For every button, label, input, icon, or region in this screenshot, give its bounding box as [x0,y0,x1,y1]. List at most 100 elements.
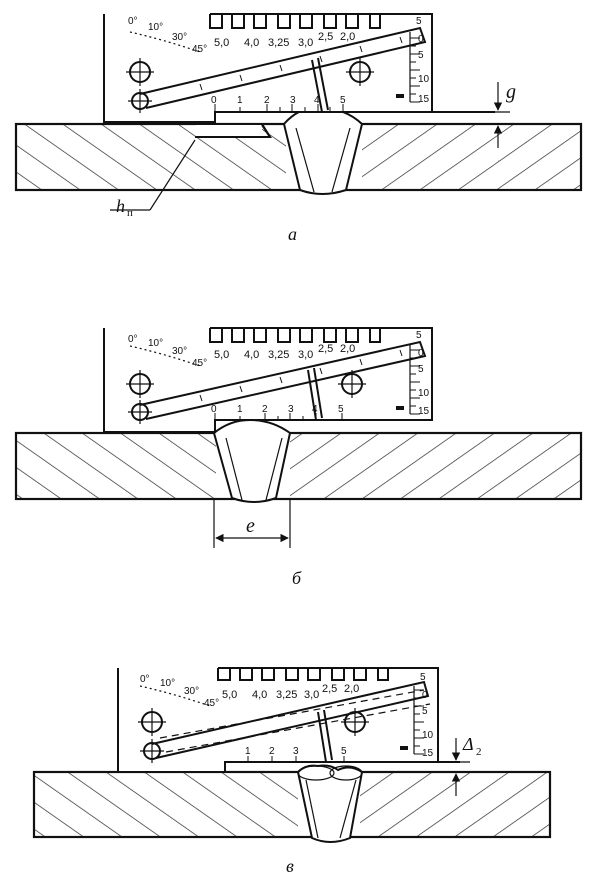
dimension-label-e: e [246,515,255,537]
panel-v [32,667,552,843]
right-scale-label: 5 [422,706,428,717]
right-scale-label: 5 [420,672,426,683]
sliding-arm [128,26,427,113]
angle-scale [129,31,201,53]
angle-label: 10° [148,338,163,349]
arm-scale-label: 4 [314,95,320,106]
gauge-top-scale-label: 3,0 [298,349,313,361]
gauge-top-scale-label: 3,0 [304,689,319,701]
angle-label: 30° [184,686,199,697]
panel-a-labels: 0° 10° 30° 45° 5,0 4,0 3,25 3,0 2,5 2,0 … [116,16,516,244]
panel-v-labels: 0° 10° 30° 45° 5,0 4,0 3,25 3,0 2,5 2,0 … [140,672,482,876]
weld-bead [296,764,364,843]
workpiece-plate [32,770,552,839]
gauge-top-scale-label: 5,0 [214,349,229,361]
arm-scale-label: 5 [338,404,344,415]
sliding-arm [140,680,431,763]
dimension-g [362,82,510,148]
gauge-top-scale-label: 3,25 [268,349,289,361]
dimension-e [213,499,291,548]
arm-scale-label: 0 [211,404,217,415]
gauge-top-scale-label: 4,0 [244,37,259,49]
panel-b-labels: 0° 10° 30° 45° 5,0 4,0 3,25 3,0 2,5 2,0 … [128,330,430,588]
gauge-top-scale-label: 2,0 [344,683,359,695]
gauge-top-scale-label: 5,0 [222,689,237,701]
mount-hole [138,708,166,736]
callout-hn [110,139,196,211]
right-scale-label: 15 [418,94,430,105]
angle-label: 0° [128,16,138,27]
callout-label-sub: п [127,207,133,219]
arm-scale-label: 1 [237,404,243,415]
angle-label: 45° [192,358,207,369]
arm-scale-label: 1 [245,746,251,757]
mount-hole [126,370,154,398]
panel-b [14,327,583,548]
arm-scale-label: 4 [312,404,318,415]
angle-label: 45° [192,44,207,55]
right-scale-label: 15 [422,748,434,759]
callout-label-h: h [116,196,125,216]
gauge-top-scale-label: 4,0 [252,689,267,701]
angle-label: 0° [140,674,150,685]
mount-hole [126,58,154,86]
panel-a [14,13,583,211]
angle-label: 0° [128,334,138,345]
gauge-top-scale-label: 2,5 [318,31,333,43]
dimension-delta2 [362,738,470,796]
panel-caption: б [292,568,302,588]
arm-scale-label: 3 [290,95,296,106]
arm-scale-label: 2 [264,95,270,106]
right-scale-label: 10 [422,730,434,741]
weld-bead [282,106,364,195]
mount-hole [346,58,374,86]
right-vertical-scale [396,32,420,103]
right-scale-label: 5 [418,50,424,61]
panel-caption: в [286,856,294,876]
panel-caption: а [288,224,297,244]
gauge-top-scale-label: 2,0 [340,343,355,355]
gauge-top-scale-label: 2,5 [322,683,337,695]
right-scale-label: 0 [418,34,424,45]
right-scale-label: 5 [416,330,422,341]
gauge-body [103,13,433,123]
right-scale-label: 10 [418,388,430,399]
right-scale-label: 15 [418,406,430,417]
sliding-arm [128,340,427,424]
arm-scale-label: 1 [237,95,243,106]
arm-scale-label: 3 [293,746,299,757]
arm-scale-label: 3 [288,404,294,415]
right-scale-label: 5 [418,364,424,375]
arm-scale-label: 0 [211,95,217,106]
base-ruler [225,709,460,763]
gauge-top-scale-label: 5,0 [214,37,229,49]
base-ruler [214,367,432,421]
arm-scale-label: 5 [340,95,346,106]
dimension-label-g: g [506,81,516,103]
workpiece-plate [14,431,583,501]
right-scale-label: 10 [418,74,430,85]
mount-hole [338,370,366,398]
weld-bead [212,418,292,503]
angle-scale [139,685,211,707]
angle-label: 10° [148,22,163,33]
gauge-top-scale-label: 3,0 [298,37,313,49]
gauge-top-scale-label: 2,0 [340,31,355,43]
gauge-top-scale-label: 4,0 [244,349,259,361]
angle-label: 10° [160,678,175,689]
arm-scale-label: 5 [341,746,347,757]
gauge-top-scale-label: 3,25 [276,689,297,701]
angle-label: 45° [204,698,219,709]
right-scale-label: 5 [416,16,422,27]
right-scale-label: 0 [422,690,428,701]
angle-label: 30° [172,346,187,357]
arm-scale-label: 2 [269,746,275,757]
dimension-label-delta: Δ [462,734,474,754]
arm-scale-label: 2 [262,404,268,415]
angle-label: 30° [172,32,187,43]
dimension-label-sub: 2 [476,746,482,758]
gauge-top-scale-label: 3,25 [268,37,289,49]
gauge-top-scale-label: 2,5 [318,343,333,355]
angle-scale [129,345,201,367]
